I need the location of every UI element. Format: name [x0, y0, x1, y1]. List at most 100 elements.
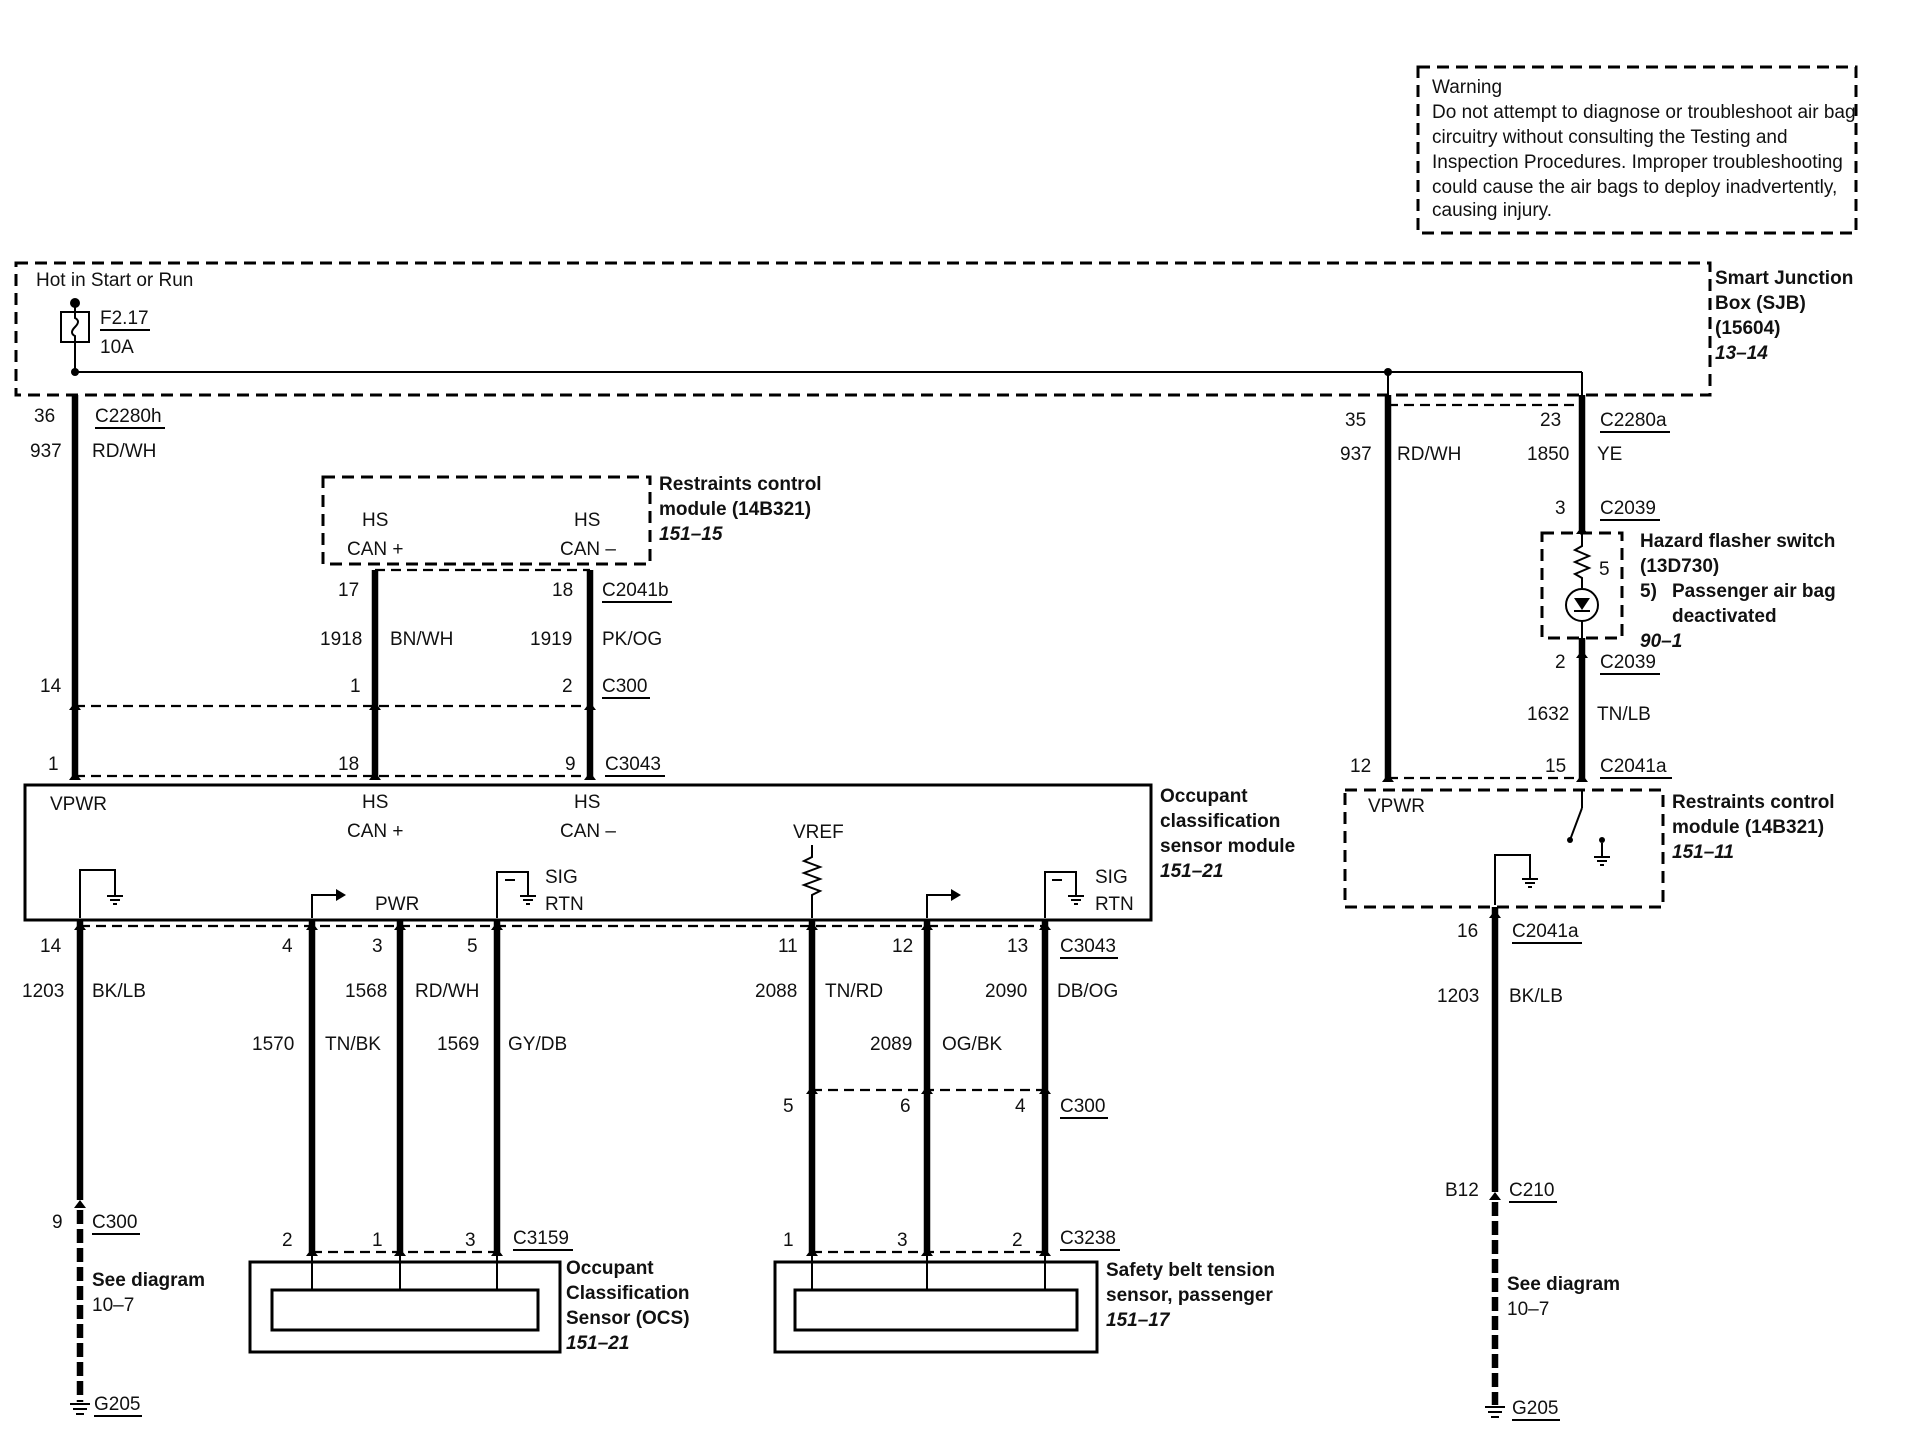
ground-label: G205 [94, 1394, 140, 1415]
pin-number: 4 [1015, 1096, 1026, 1117]
rcm-name: module (14B321) [1672, 817, 1824, 838]
pin-number: 9 [565, 754, 576, 775]
switch-icon [1569, 807, 1583, 841]
pin-number: 12 [892, 936, 913, 957]
connector-chevron-icons [306, 1248, 503, 1256]
bulb-label: 5 [1599, 559, 1610, 580]
flag-icon [951, 889, 961, 901]
ground-icon [70, 1403, 90, 1415]
circuit-number: 937 [30, 441, 62, 462]
circuit-number: 937 [1340, 444, 1372, 465]
restraints-control-module-right: VPWR Restraints control module (14B321) … [1343, 788, 1835, 909]
connector-chevron-icons [1489, 910, 1501, 1200]
circuit-number: 1568 [345, 981, 387, 1002]
hot-label: Hot in Start or Run [36, 270, 193, 291]
wire-color: TN/RD [825, 981, 883, 1002]
pin-number: 16 [1457, 921, 1478, 942]
hs-label: HS [574, 510, 600, 531]
vref-label: VREF [793, 822, 844, 843]
can-plus-label: CAN + [347, 539, 404, 560]
ocs-ref: 151–21 [566, 1333, 629, 1354]
pin-number: 35 [1345, 410, 1366, 431]
hazard-note: Passenger air bag [1672, 581, 1836, 602]
connector-label: C3159 [513, 1228, 569, 1249]
ground-icon [520, 895, 536, 905]
pin-number: B12 [1445, 1180, 1479, 1201]
hazard-name: (13D730) [1640, 556, 1719, 577]
pin-number: 1 [48, 754, 59, 775]
connector-chevron-icons [74, 922, 1051, 1208]
ocs-name: Classification [566, 1283, 690, 1304]
warning-box: Warning Do not attempt to diagnose or tr… [1416, 65, 1858, 235]
circuit-number: 1203 [22, 981, 64, 1002]
sjb-name: (15604) [1715, 318, 1781, 339]
pin-number: 13 [1007, 936, 1028, 957]
pin-number: 12 [1350, 756, 1371, 777]
pin-number: 2 [562, 676, 573, 697]
rcm-ref: 151–15 [659, 524, 723, 545]
sjb-name: Box (SJB) [1715, 293, 1806, 314]
warning-line: circuitry without consulting the Testing… [1432, 127, 1788, 148]
circuit-number: 2089 [870, 1034, 912, 1055]
hs-label: HS [362, 792, 388, 813]
circuit-number: 1919 [530, 629, 572, 650]
wire-color: TN/BK [325, 1034, 381, 1055]
connector-label: C2280h [95, 406, 162, 427]
pin-number: 1 [372, 1230, 383, 1251]
hazard-note: deactivated [1672, 606, 1777, 627]
ocsm-name: Occupant [1160, 786, 1248, 807]
ground-icon [1522, 878, 1538, 888]
rtn-label: RTN [1095, 894, 1134, 915]
connector-label: C3043 [1060, 936, 1116, 957]
fuse-rating: 10A [100, 337, 134, 358]
ground-icon [107, 895, 123, 905]
pin-number: 23 [1540, 410, 1561, 431]
pin-number: 3 [465, 1230, 476, 1251]
wire-color: OG/BK [942, 1034, 1003, 1055]
sig-label: SIG [1095, 867, 1128, 888]
connector-label: C300 [602, 676, 647, 697]
ocs-name: Sensor (OCS) [566, 1308, 690, 1329]
see-diagram-ref: 10–7 [1507, 1299, 1549, 1320]
connector-label: C2041a [1512, 921, 1579, 942]
ocsm-name: classification [1160, 811, 1280, 832]
restraints-control-module-top: HS CAN + HS CAN – Restraints control mod… [321, 474, 822, 566]
wire-color: PK/OG [602, 629, 662, 650]
ocsm-name: sensor module [1160, 836, 1295, 857]
vpwr-label: VPWR [50, 794, 107, 815]
pin-number: 2 [1555, 652, 1566, 673]
wire-937-left: 36 C2280h 937 RD/WH 14 1 [30, 395, 165, 777]
connector-label: C2041b [602, 580, 669, 601]
right-wires [1384, 395, 1586, 780]
ocs-name: Occupant [566, 1258, 654, 1279]
warning-line: could cause the air bags to deploy inadv… [1432, 177, 1837, 198]
can-minus-label: CAN – [560, 539, 616, 560]
rtn-label: RTN [545, 894, 584, 915]
see-diagram-label: See diagram [92, 1270, 205, 1291]
pin-number: 1 [350, 676, 361, 697]
pin-number: 9 [52, 1212, 63, 1233]
rcm-name: module (14B321) [659, 499, 811, 520]
rcm-name: Restraints control [1672, 792, 1835, 813]
pwr-flag-icon [336, 889, 346, 901]
connector-label: C300 [92, 1212, 137, 1233]
circuit-number: 1570 [252, 1034, 294, 1055]
pin-number: 18 [338, 754, 359, 775]
connector-chevron-icons [806, 1086, 1051, 1094]
see-diagram-label: See diagram [1507, 1274, 1620, 1295]
connector-label: C300 [1060, 1096, 1105, 1117]
ground-icon [1594, 856, 1610, 866]
occupant-classification-sensor: Occupant Classification Sensor (OCS) 151… [248, 1256, 690, 1354]
rcm-name: Restraints control [659, 474, 822, 495]
connector-chevron-icons [806, 1248, 1051, 1256]
rcm-ref: 151–11 [1672, 842, 1734, 863]
wire-color: TN/LB [1597, 704, 1651, 725]
circuit-number: 2090 [985, 981, 1027, 1002]
connector-label: C2041a [1600, 756, 1667, 777]
ocsm-ref: 151–21 [1160, 861, 1223, 882]
connector-chevron-icons [69, 702, 596, 780]
wire-color: YE [1597, 444, 1622, 465]
pin-number: 11 [778, 936, 798, 957]
circuit-number: 2088 [755, 981, 797, 1002]
pin-number: 3 [897, 1230, 908, 1251]
